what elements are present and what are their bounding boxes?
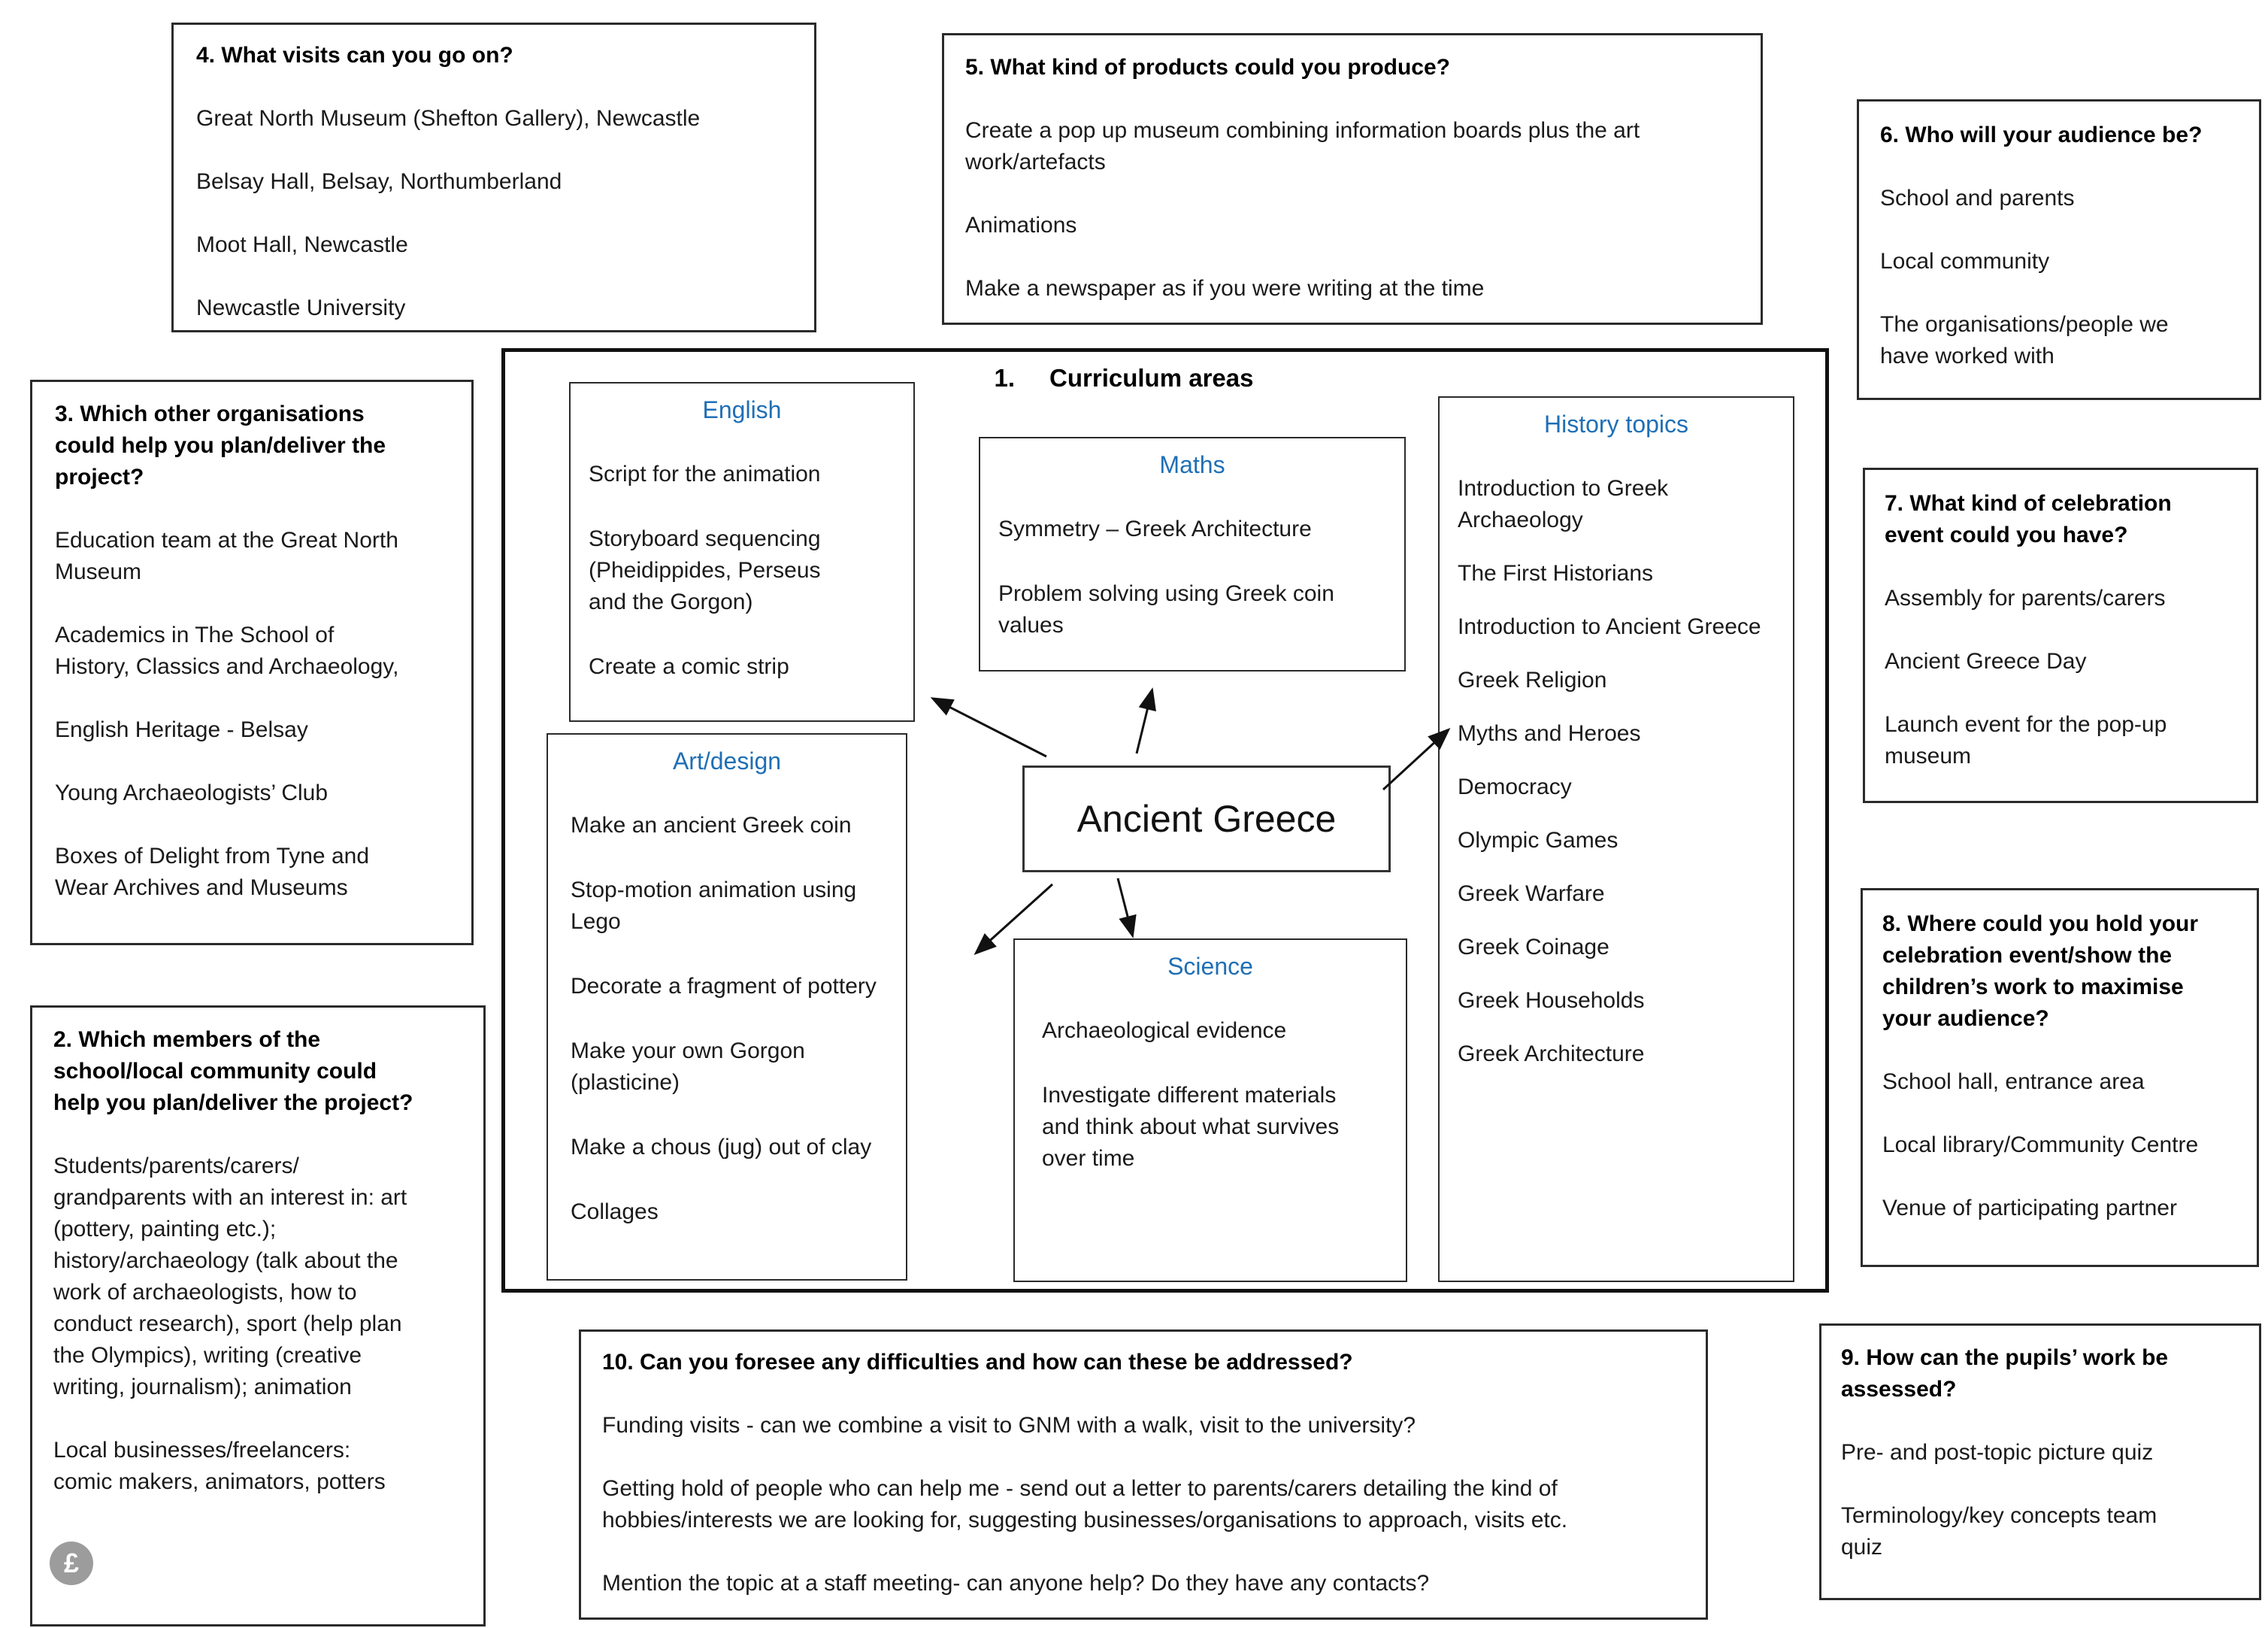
panel-difficulties: 10. Can you foresee any difficulties and… bbox=[579, 1329, 1708, 1620]
panel-item: School and parents bbox=[1880, 186, 2075, 211]
pound-symbol: £ bbox=[63, 1548, 80, 1578]
panel-item: Great North Museum (Shefton Gallery), Ne… bbox=[196, 106, 701, 131]
panel-item: Local community bbox=[1880, 249, 2050, 274]
subject-item: Stop-motion animation using Lego bbox=[571, 878, 857, 934]
subject-item: Greek Coinage bbox=[1458, 935, 1609, 960]
subject-item: Investigate different materials and thin… bbox=[1042, 1083, 1340, 1171]
panel-item: Students/parents/carers/ grandparents wi… bbox=[53, 1154, 407, 1399]
subject-item: Make an ancient Greek coin bbox=[571, 813, 852, 838]
subject-title-art-design: Art/design bbox=[672, 747, 782, 775]
panel-item: Venue of participating partner bbox=[1882, 1196, 2177, 1220]
subject-item: Olympic Games bbox=[1458, 828, 1618, 853]
panel-celebration: 7. What kind of celebration event could … bbox=[1863, 468, 2258, 803]
panel-item: The organisations/people we have worked … bbox=[1880, 312, 2169, 368]
panel-item: Newcastle University bbox=[196, 296, 406, 320]
subject-item: Greek Households bbox=[1458, 988, 1645, 1013]
subject-title-science: Science bbox=[1167, 953, 1253, 980]
panel-item: Create a pop up museum combining informa… bbox=[965, 118, 1640, 174]
subject-title-english: English bbox=[702, 396, 782, 423]
panel-item: Mention the topic at a staff meeting- ca… bbox=[602, 1571, 1430, 1596]
pound-badge-icon: £ bbox=[50, 1542, 93, 1585]
subject-title-history: History topics bbox=[1543, 411, 1689, 438]
panel-community: 2. Which members of the school/local com… bbox=[30, 1005, 486, 1626]
subject-item: Make a chous (jug) out of clay bbox=[571, 1135, 872, 1160]
panel-item: Academics in The School of History, Clas… bbox=[55, 623, 399, 679]
subject-item: Introduction to Greek Archaeology bbox=[1458, 476, 1669, 532]
panel-item: School hall, entrance area bbox=[1882, 1069, 2145, 1094]
subject-item: Make your own Gorgon (plasticine) bbox=[571, 1038, 805, 1095]
hub-ancient-greece: Ancient Greece bbox=[1022, 765, 1391, 872]
subject-box-maths: Maths Symmetry – Greek Architecture Prob… bbox=[979, 437, 1406, 672]
panel-item: Belsay Hall, Belsay, Northumberland bbox=[196, 169, 562, 194]
panel-assessment: 9. How can the pupils’ work be assessed?… bbox=[1819, 1323, 2261, 1600]
subject-item: Myths and Heroes bbox=[1458, 721, 1641, 746]
panel-item: Pre- and post-topic picture quiz bbox=[1841, 1440, 2154, 1465]
curriculum-number: 1. bbox=[994, 364, 1016, 392]
curriculum-areas-title: 1. Curriculum areas bbox=[464, 362, 1784, 394]
subject-title-maths: Maths bbox=[1159, 451, 1225, 478]
panel-item: Local library/Community Centre bbox=[1882, 1132, 2199, 1157]
subject-item: The First Historians bbox=[1458, 561, 1654, 586]
panel-title: 8. Where could you hold your celebration… bbox=[1882, 911, 2199, 1031]
panel-title: 4. What visits can you go on? bbox=[196, 43, 513, 68]
panel-title: 5. What kind of products could you produ… bbox=[965, 55, 1450, 80]
subject-item: Greek Warfare bbox=[1458, 881, 1605, 906]
panel-title: 3. Which other organisations could help … bbox=[55, 402, 386, 490]
subject-item: Create a comic strip bbox=[589, 654, 789, 679]
subject-item: Archaeological evidence bbox=[1042, 1018, 1287, 1043]
subject-item: Greek Religion bbox=[1458, 668, 1607, 693]
subject-item: Collages bbox=[571, 1199, 659, 1224]
panel-item: Animations bbox=[965, 213, 1077, 238]
panel-venue: 8. Where could you hold your celebration… bbox=[1861, 888, 2259, 1267]
curriculum-areas-box: 1. Curriculum areas English Script for t… bbox=[501, 348, 1829, 1293]
panel-title: 6. Who will your audience be? bbox=[1880, 123, 2203, 147]
panel-item: Local businesses/freelancers: bbox=[53, 1438, 351, 1463]
panel-item: Education team at the Great North Museum bbox=[55, 528, 398, 584]
panel-visits: 4. What visits can you go on? Great Nort… bbox=[171, 23, 816, 332]
panel-item: Make a newspaper as if you were writing … bbox=[965, 276, 1485, 301]
panel-title: 9. How can the pupils’ work be assessed? bbox=[1841, 1345, 2169, 1402]
subject-box-science: Science Archaeological evidence Investig… bbox=[1013, 938, 1407, 1282]
panel-item: Ancient Greece Day bbox=[1885, 649, 2087, 674]
panel-audience: 6. Who will your audience be? School and… bbox=[1857, 99, 2261, 400]
subject-item: Problem solving using Greek coin values bbox=[998, 581, 1334, 638]
panel-item: Terminology/key concepts team quiz bbox=[1841, 1503, 2157, 1560]
panel-item: comic makers, animators, potters bbox=[53, 1469, 386, 1494]
subject-box-english: English Script for the animation Storybo… bbox=[569, 382, 915, 722]
panel-item: Young Archaeologists’ Club bbox=[55, 781, 329, 805]
subject-item: Democracy bbox=[1458, 775, 1572, 799]
panel-item: Assembly for parents/carers bbox=[1885, 586, 2166, 611]
subject-box-art-design: Art/design Make an ancient Greek coin St… bbox=[547, 733, 907, 1281]
subject-item: Decorate a fragment of pottery bbox=[571, 974, 877, 999]
panel-item: Moot Hall, Newcastle bbox=[196, 232, 408, 257]
panel-title: 10. Can you foresee any difficulties and… bbox=[602, 1350, 1353, 1375]
subject-item: Introduction to Ancient Greece bbox=[1458, 614, 1761, 639]
panel-item: Boxes of Delight from Tyne and Wear Arch… bbox=[55, 844, 370, 900]
subject-item: Symmetry – Greek Architecture bbox=[998, 517, 1312, 541]
panel-item: Funding visits - can we combine a visit … bbox=[602, 1413, 1416, 1438]
subject-box-history: History topics Introduction to Greek Arc… bbox=[1438, 396, 1794, 1282]
subject-item: Greek Architecture bbox=[1458, 1041, 1645, 1066]
curriculum-label: Curriculum areas bbox=[1049, 364, 1254, 392]
panel-item: English Heritage - Belsay bbox=[55, 717, 308, 742]
panel-item: Launch event for the pop-up museum bbox=[1885, 712, 2167, 769]
panel-title: 7. What kind of celebration event could … bbox=[1885, 491, 2172, 547]
subject-item: Script for the animation bbox=[589, 462, 821, 487]
panel-title: 2. Which members of the school/local com… bbox=[53, 1027, 413, 1115]
panel-organisations: 3. Which other organisations could help … bbox=[30, 380, 474, 945]
panel-item: Getting hold of people who can help me -… bbox=[602, 1476, 1568, 1533]
subject-item: Storyboard sequencing (Pheidippides, Per… bbox=[589, 526, 821, 614]
panel-products: 5. What kind of products could you produ… bbox=[942, 33, 1763, 325]
